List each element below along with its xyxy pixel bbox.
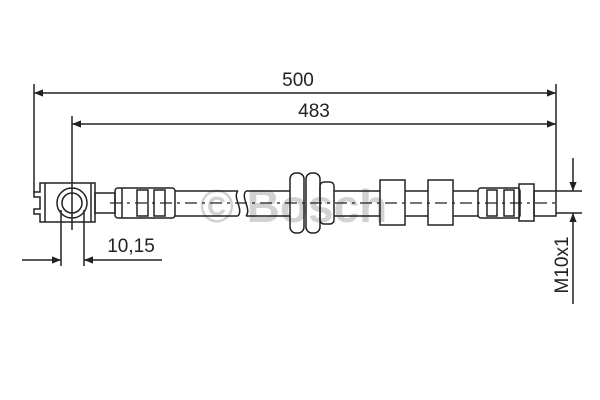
banjo-eye [56,187,88,219]
dimension-483: 483 [298,101,330,122]
dimension-500: 500 [282,70,314,91]
watermark: © Bosch [200,180,387,232]
dimension-10-15: 10,15 [107,236,155,257]
hose [175,190,290,217]
threaded-end [533,190,557,217]
dimension-thread: M10x1 [552,236,573,293]
banjo-fitting [33,182,96,223]
